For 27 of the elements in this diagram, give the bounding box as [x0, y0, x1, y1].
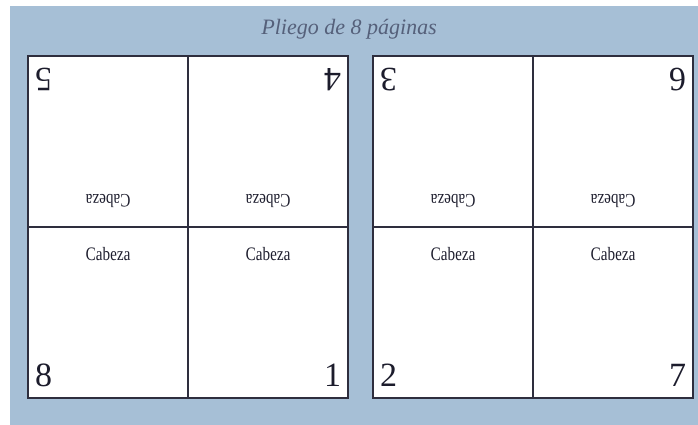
page-panel	[533, 56, 693, 227]
page-panel	[373, 56, 533, 227]
page-number: 1	[324, 359, 341, 393]
page-number: 7	[669, 359, 686, 393]
page-panel	[533, 227, 693, 398]
head-label: Cabeza	[590, 244, 636, 266]
page-number: 6	[669, 61, 686, 95]
page-panel	[28, 56, 188, 227]
head-label: Cabeza	[86, 244, 130, 266]
page-number: 4	[324, 61, 341, 95]
page-panel	[188, 56, 348, 227]
head-label: Cabeza	[86, 188, 130, 210]
head-label: Cabeza	[246, 244, 290, 266]
page-panel	[188, 227, 348, 398]
page-number: 8	[35, 359, 52, 393]
head-label: Cabeza	[430, 244, 476, 266]
sheet-half	[372, 55, 694, 399]
head-label: Cabeza	[246, 188, 290, 210]
sheet-half	[27, 55, 349, 399]
page-number: 5	[35, 61, 52, 95]
page-panel	[28, 227, 188, 398]
page-panel	[373, 227, 533, 398]
head-label: Cabeza	[430, 188, 476, 210]
head-label: Cabeza	[590, 188, 636, 210]
page-number: 2	[380, 359, 397, 393]
page-number: 3	[380, 61, 397, 95]
diagram-title: Pliego de 8 páginas	[261, 14, 437, 40]
